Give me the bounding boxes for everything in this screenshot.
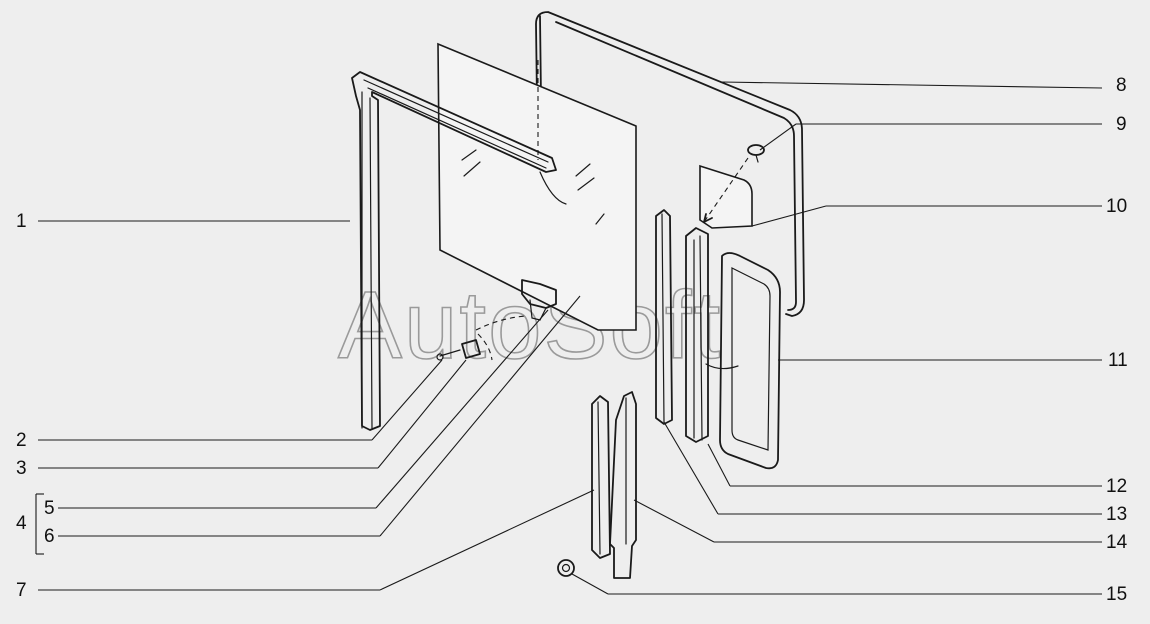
glass-reflection-mark bbox=[463, 161, 481, 177]
glass-run-inner-line bbox=[597, 401, 601, 555]
callout-6: 6 bbox=[44, 526, 55, 547]
part-2-screw bbox=[439, 349, 461, 357]
frame-channel-end-curve bbox=[539, 171, 567, 205]
screw-arrow-head bbox=[703, 213, 713, 223]
callout-14: 14 bbox=[1106, 532, 1128, 553]
part-15-nut bbox=[557, 559, 575, 577]
frame-channel-inner-line bbox=[363, 79, 549, 169]
frame-channel-inner-line bbox=[361, 91, 373, 429]
part-13-vertical-channel bbox=[655, 209, 673, 425]
channel-inner-line bbox=[661, 213, 665, 423]
part-1-door-frame-channel bbox=[351, 71, 557, 431]
part-12-vent-post bbox=[685, 227, 709, 443]
glass-holder-tab bbox=[529, 299, 547, 321]
leader-lines-right bbox=[571, 81, 1103, 595]
part-10-vent-glass bbox=[699, 164, 753, 229]
part-11-vent-frame bbox=[719, 252, 781, 470]
assembly-dashed-line bbox=[475, 315, 527, 331]
callout-5: 5 bbox=[44, 498, 55, 519]
callout-13: 13 bbox=[1106, 504, 1128, 525]
callout-9: 9 bbox=[1116, 114, 1127, 135]
part-large-glass bbox=[437, 42, 637, 331]
glass-reflection-mark bbox=[575, 163, 591, 177]
callout-8: 8 bbox=[1116, 75, 1127, 96]
glass-reflection-mark bbox=[577, 177, 595, 191]
callout-7: 7 bbox=[16, 580, 27, 601]
part-14-guide-rail bbox=[609, 391, 637, 579]
callout-4: 4 bbox=[16, 513, 27, 534]
callout-11: 11 bbox=[1108, 350, 1128, 371]
callout-3: 3 bbox=[16, 458, 27, 479]
callout-1: 1 bbox=[16, 211, 27, 232]
part-9-screw bbox=[747, 144, 765, 156]
leader-lines-left bbox=[35, 220, 595, 591]
vent-frame-inner-opening bbox=[731, 267, 771, 451]
vent-post-inner-line bbox=[693, 235, 703, 441]
part-5-glass-holder bbox=[521, 279, 557, 309]
callout-15: 15 bbox=[1106, 584, 1128, 605]
part-15-nut-hole bbox=[561, 563, 571, 573]
callout-10: 10 bbox=[1106, 196, 1128, 217]
callout-2: 2 bbox=[16, 430, 27, 451]
part-9-screw-shank bbox=[755, 154, 759, 163]
screw-dashed-line bbox=[703, 157, 749, 223]
glass-reflection-mark bbox=[461, 149, 477, 161]
glass-reflection-mark bbox=[595, 213, 605, 225]
part-7-glass-run-channel bbox=[591, 395, 611, 559]
part-3-bracket bbox=[461, 339, 481, 359]
part-2-screw-head bbox=[436, 353, 444, 361]
assembly-dashed-line bbox=[477, 333, 493, 361]
callout-12: 12 bbox=[1106, 476, 1128, 497]
